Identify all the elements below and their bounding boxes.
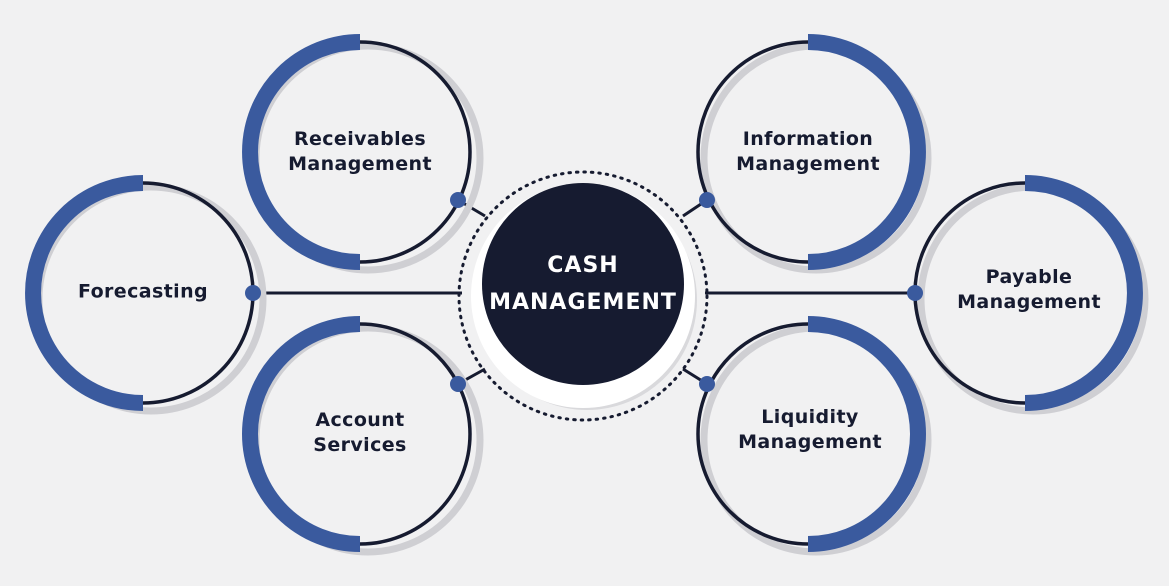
ring-account — [242, 316, 484, 556]
node-liquidity-line1: Liquidity — [761, 406, 859, 428]
node-payable-label: Payable Management — [957, 265, 1101, 315]
node-forecasting-line1: Forecasting — [77, 280, 209, 303]
center-title: CASH MANAGEMENT — [489, 247, 677, 321]
node-receivables-line1: Receivables — [293, 128, 427, 150]
center-hub — [457, 170, 709, 422]
node-account-line2: Services — [313, 434, 407, 456]
node-liquidity-label: Liquidity Management — [738, 405, 882, 455]
node-receivables-label: Receivables Management — [288, 127, 432, 177]
node-account-label: Account Services — [313, 408, 407, 458]
connector-dot — [245, 285, 261, 301]
connector-dot — [450, 192, 466, 208]
ring-forecasting — [25, 175, 267, 415]
ring-payable — [907, 175, 1149, 415]
node-information-label: Information Management — [736, 127, 880, 177]
node-payable-line2: Management — [957, 291, 1101, 313]
node-payable-line1: Payable — [985, 266, 1073, 288]
connector-dot — [699, 192, 715, 208]
center-title-line1: CASH — [547, 253, 619, 278]
node-liquidity-line2: Management — [738, 431, 882, 453]
center-title-line2: MANAGEMENT — [489, 290, 677, 315]
node-information-line2: Management — [736, 153, 880, 175]
node-account-line1: Account — [315, 409, 405, 431]
connector-dot — [907, 285, 923, 301]
node-information-line1: Information — [742, 128, 874, 150]
ring-liquidity — [696, 316, 932, 556]
connector-dot — [699, 376, 715, 392]
ring-receivables — [242, 34, 484, 274]
connector-dot — [450, 376, 466, 392]
ring-information — [696, 34, 932, 274]
node-forecasting-label: Forecasting — [78, 280, 208, 305]
node-receivables-line2: Management — [288, 153, 432, 175]
